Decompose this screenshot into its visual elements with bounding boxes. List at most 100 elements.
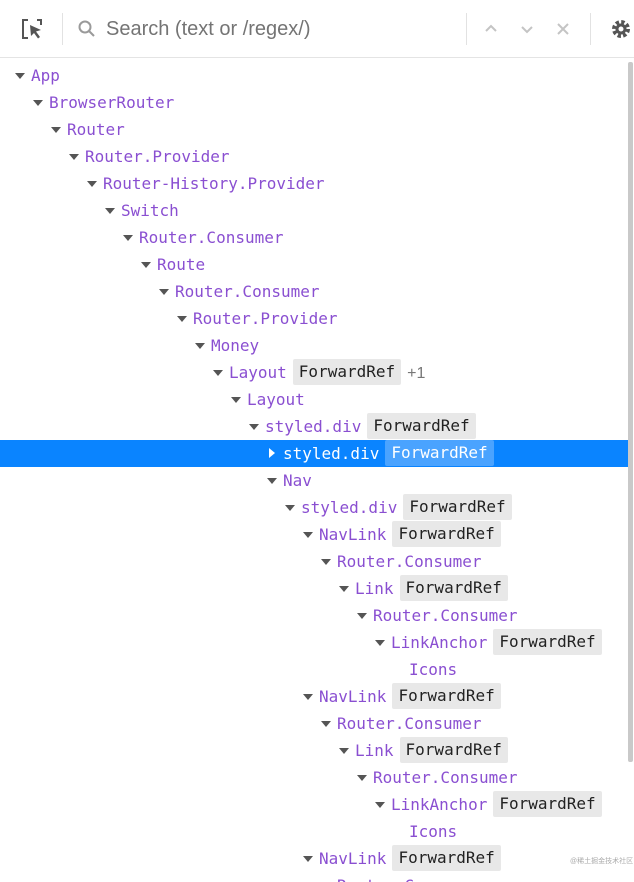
tree-row[interactable]: Router.Consumer: [0, 710, 628, 737]
component-label: styled.div: [265, 417, 362, 436]
collapse-arrow-icon[interactable]: [302, 845, 314, 872]
tree-row[interactable]: Router.Consumer: [0, 602, 628, 629]
collapse-arrow-icon[interactable]: [68, 143, 80, 170]
component-name: Switch: [121, 197, 179, 224]
collapse-arrow-icon[interactable]: [374, 629, 386, 656]
collapse-arrow-icon[interactable]: [122, 224, 134, 251]
component-label: Money: [211, 336, 260, 355]
collapse-arrow-icon[interactable]: [176, 305, 188, 332]
tree-row[interactable]: Icons: [0, 818, 628, 845]
component-label: Router-History.Provider: [103, 174, 325, 193]
watermark: @稀土掘金技术社区: [570, 858, 634, 865]
collapse-arrow-icon[interactable]: [14, 62, 26, 89]
component-label: BrowserRouter: [49, 93, 175, 112]
component-name: BrowserRouter: [49, 89, 174, 116]
tree-row[interactable]: Router.Consumer: [0, 548, 628, 575]
component-name: Router: [67, 116, 125, 143]
component-label: styled.div: [283, 444, 380, 463]
collapse-arrow-icon[interactable]: [338, 737, 350, 764]
tree-row[interactable]: Layout: [0, 386, 628, 413]
tree-row[interactable]: Nav: [0, 467, 628, 494]
tree-row[interactable]: Icons: [0, 656, 628, 683]
tree-scrollbar[interactable]: [628, 62, 633, 762]
component-label: Router.Consumer: [337, 552, 482, 571]
tree-row[interactable]: Router.Provider: [0, 305, 628, 332]
collapse-arrow-icon[interactable]: [320, 548, 332, 575]
tree-row[interactable]: App: [0, 62, 628, 89]
settings-button[interactable]: [608, 0, 634, 58]
hoc-badge: ForwardRef: [403, 494, 512, 520]
collapse-arrow-icon[interactable]: [338, 575, 350, 602]
tree-row[interactable]: Router.Consumer: [0, 224, 628, 251]
tree-row[interactable]: BrowserRouter: [0, 89, 628, 116]
collapse-arrow-icon[interactable]: [230, 386, 242, 413]
collapse-arrow-icon[interactable]: [212, 359, 224, 386]
component-label: NavLink: [319, 687, 387, 706]
component-label: Router.Consumer: [373, 606, 518, 625]
collapse-arrow-icon[interactable]: [374, 791, 386, 818]
toolbar-divider: [590, 13, 591, 45]
expand-arrow-icon[interactable]: [266, 440, 278, 467]
collapse-arrow-icon[interactable]: [50, 116, 62, 143]
collapse-arrow-icon[interactable]: [86, 170, 98, 197]
collapse-arrow-icon[interactable]: [266, 467, 278, 494]
tree-row[interactable]: Router.Consumer: [0, 764, 628, 791]
tree-row[interactable]: Switch: [0, 197, 628, 224]
collapse-arrow-icon[interactable]: [302, 683, 314, 710]
component-label: Router.Provider: [85, 147, 230, 166]
tree-row[interactable]: Router: [0, 116, 628, 143]
toolbar-divider: [466, 13, 467, 45]
tree-row[interactable]: Router-History.Provider: [0, 170, 628, 197]
collapse-arrow-icon[interactable]: [302, 521, 314, 548]
tree-row[interactable]: Router.Provider: [0, 143, 628, 170]
previous-result-button[interactable]: [478, 0, 504, 58]
collapse-arrow-icon[interactable]: [356, 602, 368, 629]
clear-search-button[interactable]: [550, 0, 576, 58]
collapse-arrow-icon[interactable]: [320, 710, 332, 737]
collapse-arrow-icon[interactable]: [140, 251, 152, 278]
collapse-arrow-icon[interactable]: [356, 764, 368, 791]
select-element-button[interactable]: [12, 0, 52, 58]
component-name: Router.C: [337, 872, 414, 882]
search-icon-wrap: [74, 0, 100, 58]
collapse-arrow-icon[interactable]: [104, 197, 116, 224]
toolbar-divider: [62, 13, 63, 45]
component-label: Router: [67, 120, 125, 139]
component-name: Router.Provider: [193, 305, 338, 332]
tree-row[interactable]: Router.C: [0, 872, 628, 882]
collapse-arrow-icon[interactable]: [248, 413, 260, 440]
collapse-arrow-icon[interactable]: [320, 872, 332, 882]
tree-row[interactable]: Router.Consumer: [0, 278, 628, 305]
component-label: Switch: [121, 201, 179, 220]
collapse-arrow-icon[interactable]: [32, 89, 44, 116]
collapse-arrow-icon[interactable]: [284, 494, 296, 521]
collapse-arrow-icon[interactable]: [158, 278, 170, 305]
component-label: Icons: [409, 822, 458, 841]
tree-row[interactable]: Route: [0, 251, 628, 278]
collapse-arrow-icon[interactable]: [194, 332, 206, 359]
component-name: Router-History.Provider: [103, 170, 325, 197]
hoc-count: +1: [407, 365, 426, 382]
search-input[interactable]: [106, 14, 456, 44]
component-label: Route: [157, 255, 206, 274]
tree-row[interactable]: Money: [0, 332, 628, 359]
component-name: Layout: [247, 386, 305, 413]
component-label: Layout: [229, 363, 287, 382]
component-name: Icons: [409, 656, 457, 683]
component-label: Nav: [283, 471, 312, 490]
next-result-button[interactable]: [514, 0, 540, 58]
